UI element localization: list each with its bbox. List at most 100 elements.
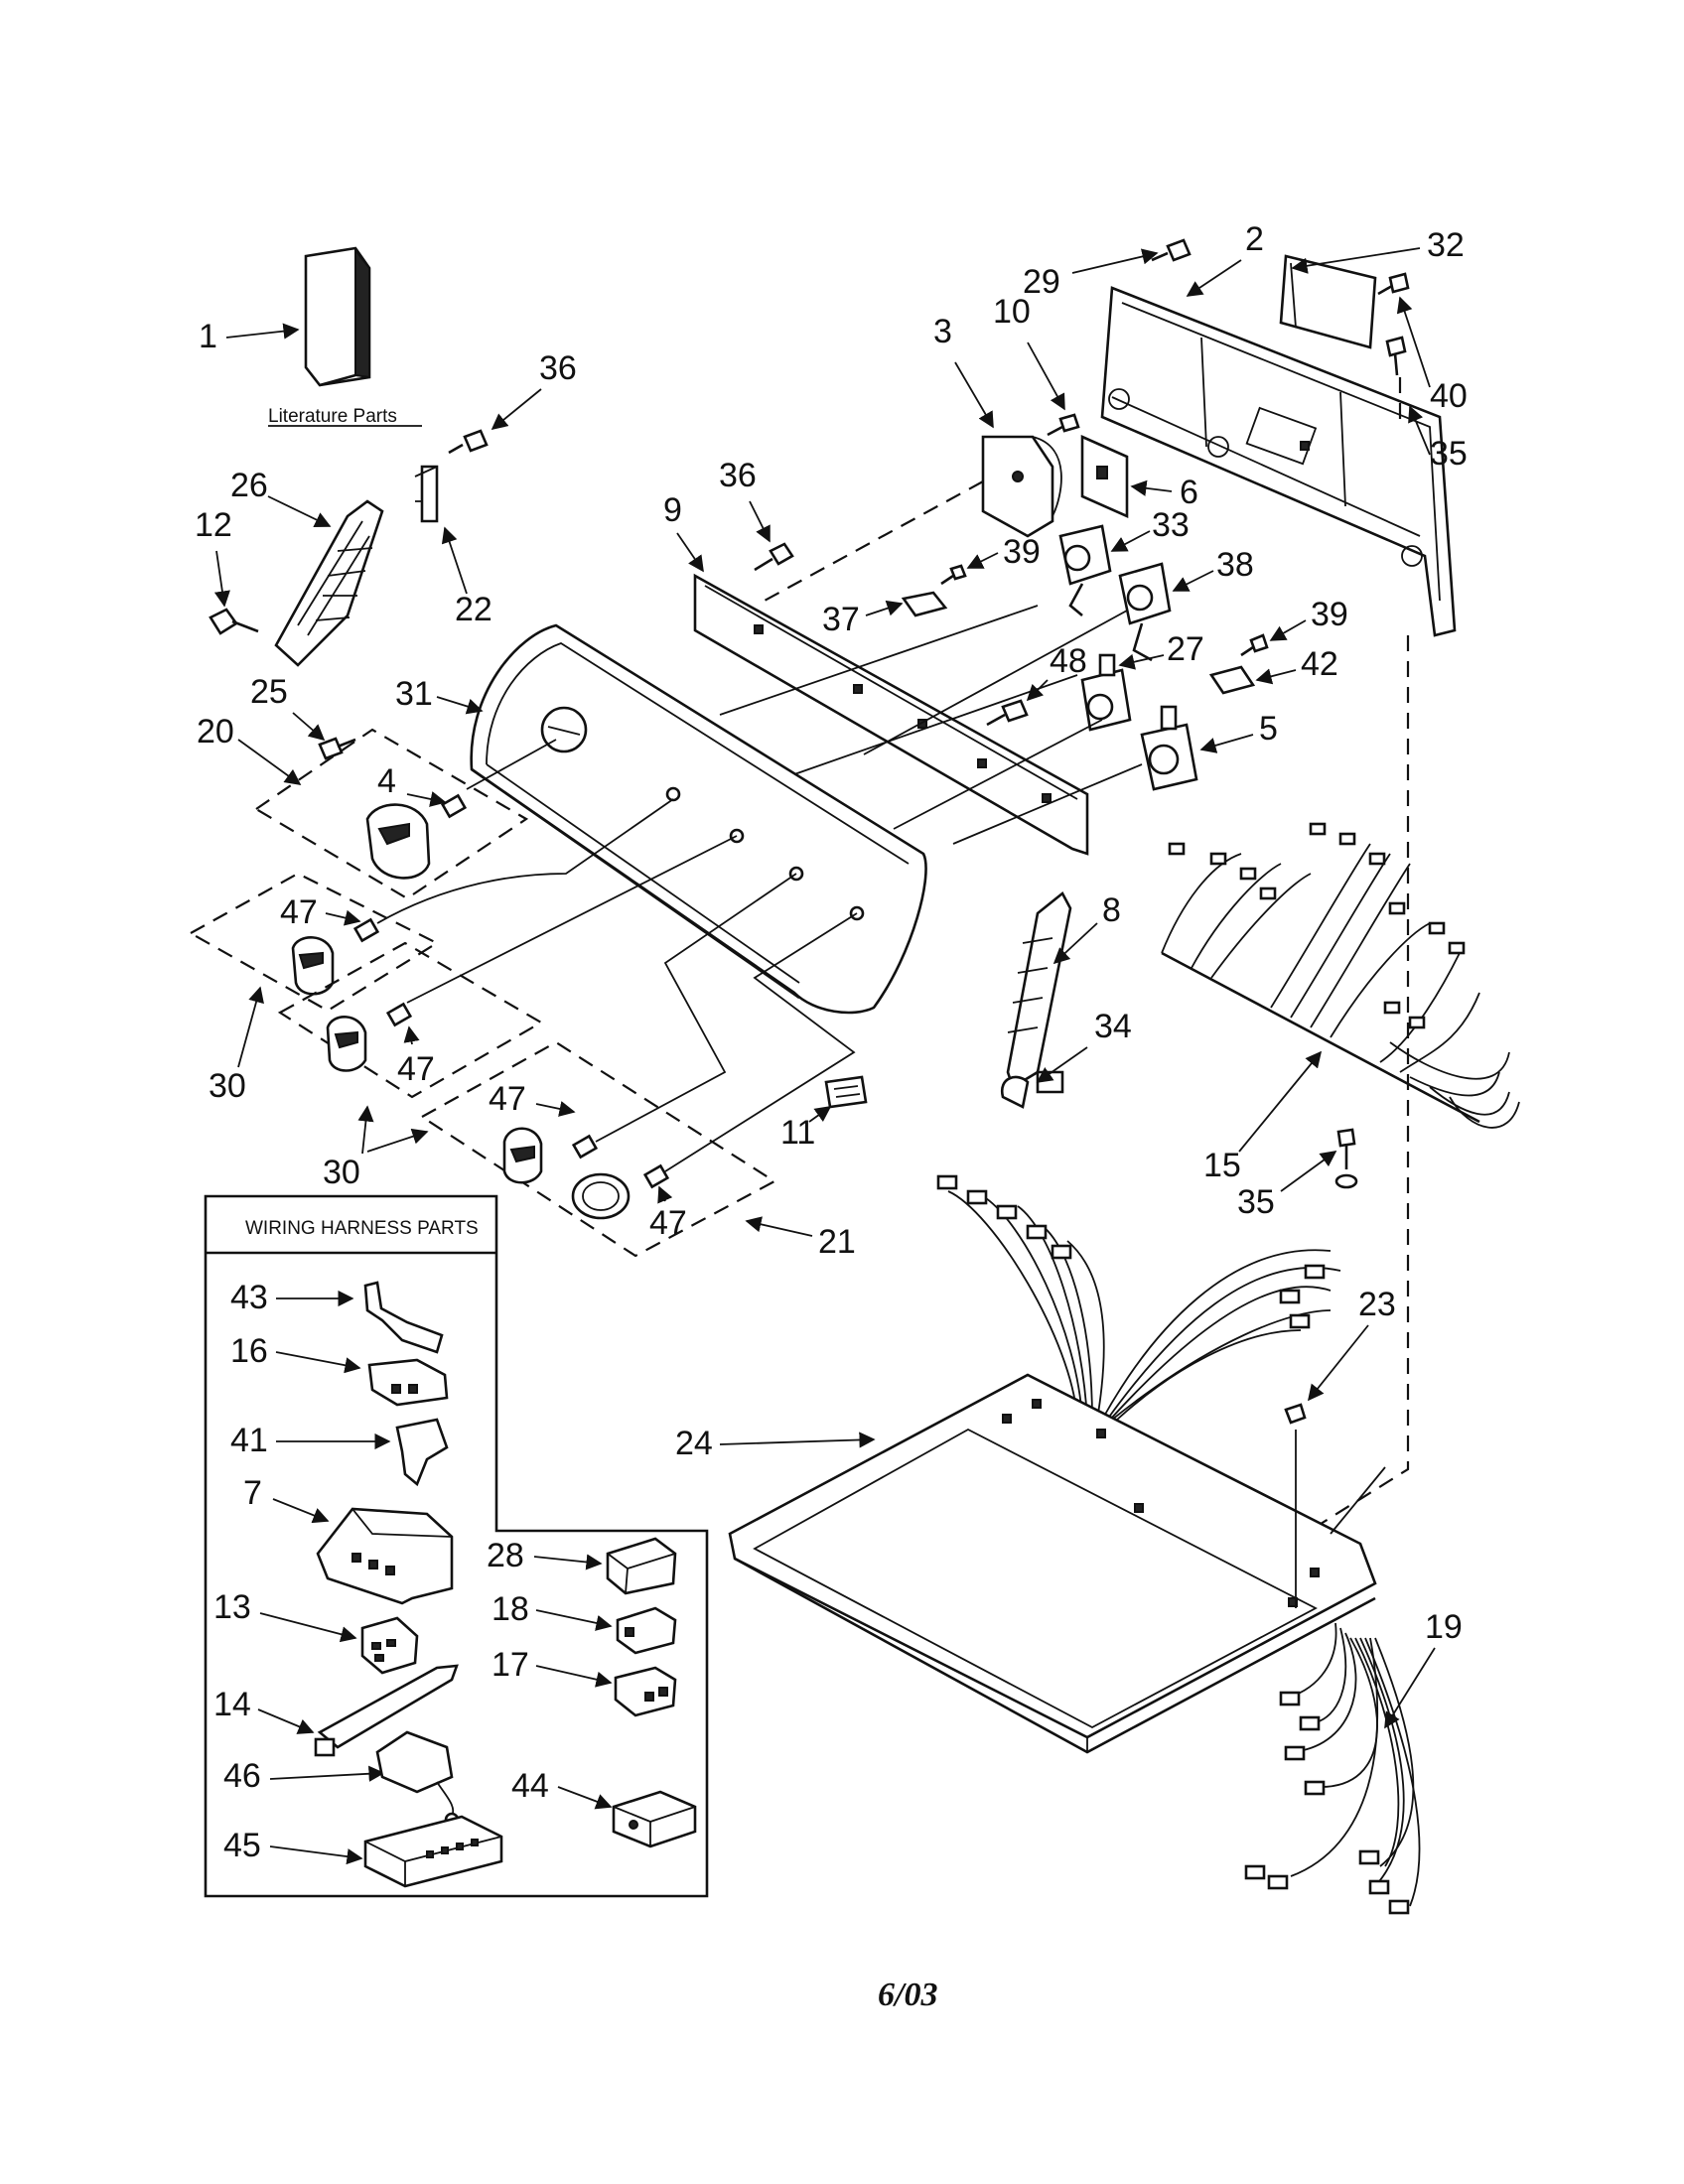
callout-47-c: 47 — [489, 1080, 526, 1118]
cap-part-37 — [901, 591, 948, 617]
switch-part-27 — [1080, 653, 1132, 732]
callout-17: 17 — [491, 1646, 529, 1684]
callout-40: 40 — [1430, 377, 1468, 415]
callout-30-b: 30 — [323, 1154, 360, 1191]
callout-35-lower: 35 — [1237, 1183, 1275, 1221]
screw-part-35-upper — [1385, 336, 1407, 376]
callout-22: 22 — [455, 591, 492, 628]
callout-27: 27 — [1167, 630, 1204, 668]
console-back-panel-part-2 — [1100, 286, 1457, 637]
end-cap-part-8 — [1006, 891, 1072, 1094]
connector-part-46 — [375, 1730, 460, 1828]
callout-32: 32 — [1427, 226, 1465, 264]
callout-24: 24 — [675, 1425, 713, 1462]
cover-plate-part-32 — [1279, 254, 1377, 349]
connector-part-28 — [606, 1537, 677, 1595]
callout-34: 34 — [1094, 1008, 1132, 1045]
screw-part-40 — [1377, 272, 1410, 296]
callout-36-lower: 36 — [719, 457, 757, 494]
bracket-part-6 — [1080, 434, 1129, 519]
callout-23: 23 — [1358, 1286, 1396, 1323]
callout-29: 29 — [1023, 263, 1060, 301]
terminal-part-43 — [363, 1281, 444, 1354]
callout-39-right: 39 — [1311, 596, 1348, 633]
clip-part-47-c — [571, 1134, 599, 1160]
clip-part-47-d — [642, 1163, 670, 1189]
screw-part-35-lower — [1334, 1128, 1358, 1189]
callout-44: 44 — [511, 1767, 549, 1805]
callout-19: 19 — [1425, 1608, 1463, 1646]
connector-part-13 — [360, 1616, 419, 1675]
callout-47-b: 47 — [397, 1050, 435, 1088]
callout-45: 45 — [223, 1827, 261, 1864]
callout-16: 16 — [230, 1332, 268, 1370]
screw-part-25 — [318, 737, 356, 760]
wiring-box-title: WIRING HARNESS PARTS — [245, 1218, 479, 1239]
dashed-group-20 — [253, 728, 529, 900]
callout-1: 1 — [199, 318, 217, 355]
connector-part-18 — [616, 1606, 677, 1655]
control-bracket-part-9 — [693, 573, 1089, 856]
callout-42: 42 — [1301, 645, 1338, 683]
callout-36-upper: 36 — [539, 349, 577, 387]
connector-part-16 — [367, 1358, 449, 1407]
callout-38: 38 — [1216, 546, 1254, 584]
callout-43: 43 — [230, 1279, 268, 1316]
callout-30-a: 30 — [209, 1067, 246, 1105]
clip-part-41 — [395, 1418, 449, 1487]
switch-part-3 — [981, 435, 1062, 538]
switch-part-33 — [1058, 524, 1112, 616]
screw-part-29 — [1151, 238, 1192, 262]
screw-part-48 — [986, 699, 1029, 727]
callout-12: 12 — [195, 506, 232, 544]
screw-part-39-left — [940, 564, 967, 586]
knob-part-30-third — [502, 1127, 543, 1184]
connector-part-7 — [316, 1507, 454, 1605]
callout-31: 31 — [395, 675, 433, 713]
screw-part-10 — [1047, 413, 1080, 437]
callout-37: 37 — [822, 601, 860, 638]
cap-part-42 — [1208, 665, 1256, 695]
switch-part-38 — [1118, 562, 1172, 662]
knob-part-4 — [365, 793, 468, 880]
callout-28: 28 — [487, 1537, 524, 1574]
callout-33: 33 — [1152, 506, 1190, 544]
literature-parts-label: Literature Parts — [268, 406, 397, 427]
callout-39-left: 39 — [1003, 533, 1041, 571]
clip-part-47-a — [352, 917, 380, 943]
callout-35-upper: 35 — [1430, 435, 1468, 473]
clip-part-22 — [414, 465, 439, 523]
clip-part-34 — [1000, 1075, 1030, 1109]
clip-part-47-b — [385, 1002, 413, 1027]
callout-4: 4 — [377, 762, 396, 800]
callout-15: 15 — [1203, 1147, 1241, 1184]
literature-parts-booklet — [304, 246, 371, 387]
callout-5: 5 — [1259, 710, 1278, 748]
screw-part-39-right — [1240, 633, 1269, 657]
screw-part-36-upper — [448, 429, 489, 455]
harness-part-19 — [1244, 1622, 1421, 1915]
callout-2: 2 — [1245, 220, 1264, 258]
wiring-harness-box — [204, 1194, 709, 1898]
callout-14: 14 — [213, 1686, 251, 1723]
selector-part-21 — [571, 1172, 631, 1220]
callout-6: 6 — [1180, 474, 1198, 511]
callout-13: 13 — [213, 1588, 251, 1626]
clip-part-23 — [1284, 1403, 1307, 1425]
callout-11: 11 — [780, 1114, 815, 1152]
callout-7: 7 — [243, 1474, 262, 1512]
screw-part-36-lower — [754, 542, 794, 572]
wire-harness-part-15 — [1161, 822, 1520, 1129]
cable-tie-part-14 — [314, 1664, 459, 1757]
knob-part-30-lower — [326, 1016, 367, 1072]
callout-8: 8 — [1102, 891, 1121, 929]
callout-21: 21 — [818, 1223, 856, 1261]
callout-10: 10 — [993, 293, 1031, 331]
callout-47-d: 47 — [649, 1204, 687, 1242]
callout-20: 20 — [197, 713, 234, 751]
switch-part-5 — [1140, 705, 1198, 791]
callout-26: 26 — [230, 467, 268, 504]
end-cap-part-26 — [274, 499, 384, 667]
callout-48: 48 — [1050, 642, 1087, 680]
